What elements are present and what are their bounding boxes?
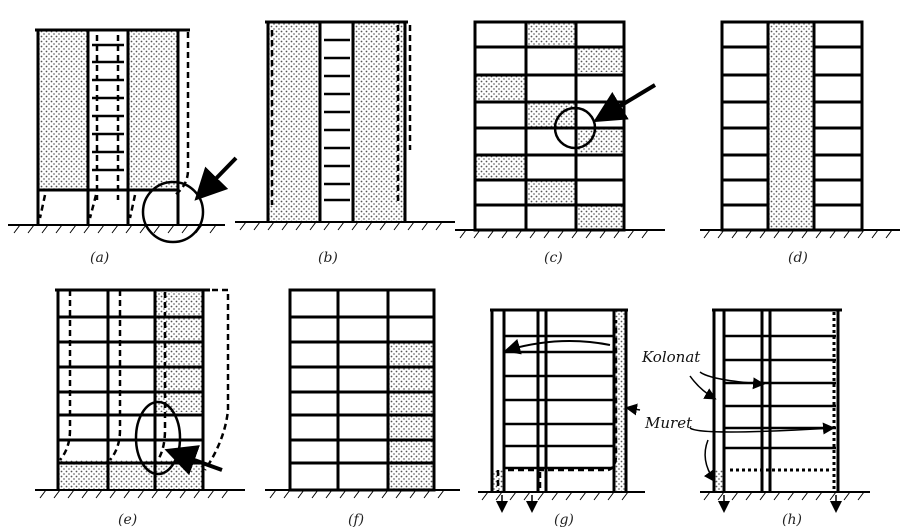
caption-c: (c) <box>544 250 563 266</box>
caption-h: (h) <box>782 512 802 528</box>
label-kolonat: Kolonat <box>642 348 701 366</box>
caption-d: (d) <box>788 250 808 266</box>
figure-b <box>235 20 455 231</box>
label-arrows <box>625 371 835 483</box>
figure-a <box>8 28 238 244</box>
caption-a: (a) <box>90 250 110 266</box>
figure-e <box>35 288 245 499</box>
figure-f <box>265 288 460 499</box>
label-muret: Muret <box>645 414 693 432</box>
caption-g: (g) <box>554 512 574 528</box>
caption-e: (e) <box>118 512 138 528</box>
figure-g <box>478 308 645 513</box>
figure-h <box>700 308 870 513</box>
caption-f: (f) <box>348 512 365 528</box>
figure-d <box>700 20 900 239</box>
caption-b: (b) <box>318 250 338 266</box>
figure-c <box>455 20 665 239</box>
